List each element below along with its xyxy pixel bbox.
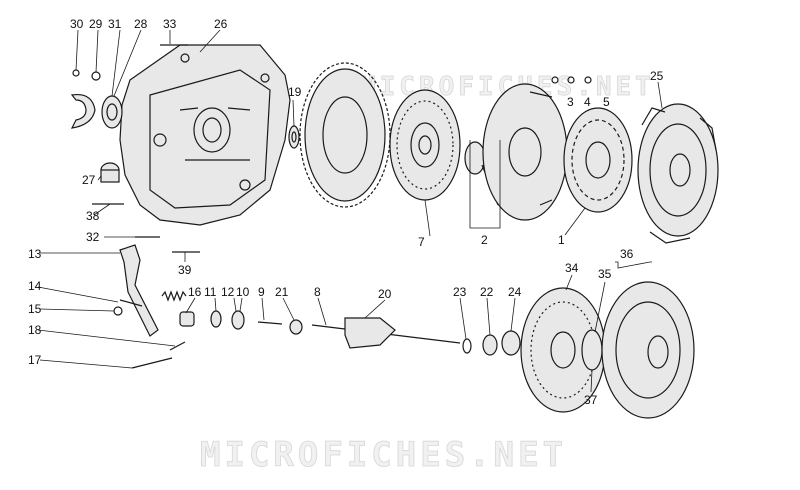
callout-15: 15 [28,302,42,316]
sleeve-24 [501,330,521,356]
callout-20: 20 [378,287,392,301]
nut-21 [289,319,303,335]
callout-27: 27 [82,173,96,187]
callout-23: 23 [453,285,467,299]
callout-22: 22 [480,285,494,299]
half-ring-30 [70,93,96,129]
bushing-11 [179,311,195,327]
washer-4 [567,76,575,84]
callout-25: 25 [650,69,664,83]
clutch-disc-7 [389,89,461,201]
bolt-17 [131,357,173,369]
nut-15 [113,306,123,316]
callout-30: 30 [70,17,84,31]
callout-2: 2 [481,233,488,247]
callout-37: 37 [584,393,598,407]
callout-17: 17 [28,353,42,367]
callout-11: 11 [204,285,217,299]
callout-3: 3 [567,95,574,109]
clutch-lever-13 [119,244,159,337]
callout-28: 28 [134,17,148,31]
nut-5 [584,76,592,84]
plug-27 [100,162,120,183]
callout-36: 36 [620,247,634,261]
callout-38: 38 [86,209,100,223]
callout-4: 4 [584,95,591,109]
ring-23 [462,338,472,354]
callout-26: 26 [214,17,228,31]
pin-18 [169,341,186,351]
screw-29 [72,69,80,77]
callout-13: 13 [28,247,42,261]
callout-9: 9 [258,285,265,299]
diaphragm-spring-1 [563,107,633,213]
callout-1: 1 [558,233,565,247]
release-fork-20 [344,317,396,349]
watermark-bottom: MICROFICHES.NET [200,435,567,475]
callout-7: 7 [418,235,425,249]
callout-39: 39 [178,263,192,277]
bushing-22 [482,334,498,356]
callout-31: 31 [108,17,122,31]
callout-10: 10 [236,285,250,299]
screw-3 [551,76,559,84]
callout-29: 29 [89,17,103,31]
hub-35 [581,329,603,371]
bell-housing [119,44,291,226]
callout-5: 5 [603,95,610,109]
callout-12: 12 [221,285,235,299]
callout-35: 35 [598,267,612,281]
callout-24: 24 [508,285,522,299]
leader-lines [37,29,663,393]
callout-33: 33 [163,17,177,31]
clutch-cover-36 [601,281,695,419]
clutch-cover-25 [637,103,719,244]
callout-21: 21 [275,285,289,299]
callout-32: 32 [86,230,100,244]
callout-14: 14 [28,279,42,293]
bolt-14 [119,299,143,307]
washer-12 [210,310,222,328]
callout-19: 19 [288,85,302,99]
callout-18: 18 [28,323,42,337]
washer-31 [91,71,101,81]
callout-labels: 30 29 31 28 33 26 19 27 38 32 39 7 2 1 3… [28,17,664,407]
bolt-9 [257,321,283,325]
spring-16 [161,290,187,302]
callout-8: 8 [314,285,321,299]
callout-16: 16 [188,285,202,299]
pressure-cover-3 [482,83,568,221]
oil-seal-19 [288,125,300,149]
callout-34: 34 [565,261,579,275]
washer-10 [231,310,245,330]
bearing-28 [101,95,123,129]
